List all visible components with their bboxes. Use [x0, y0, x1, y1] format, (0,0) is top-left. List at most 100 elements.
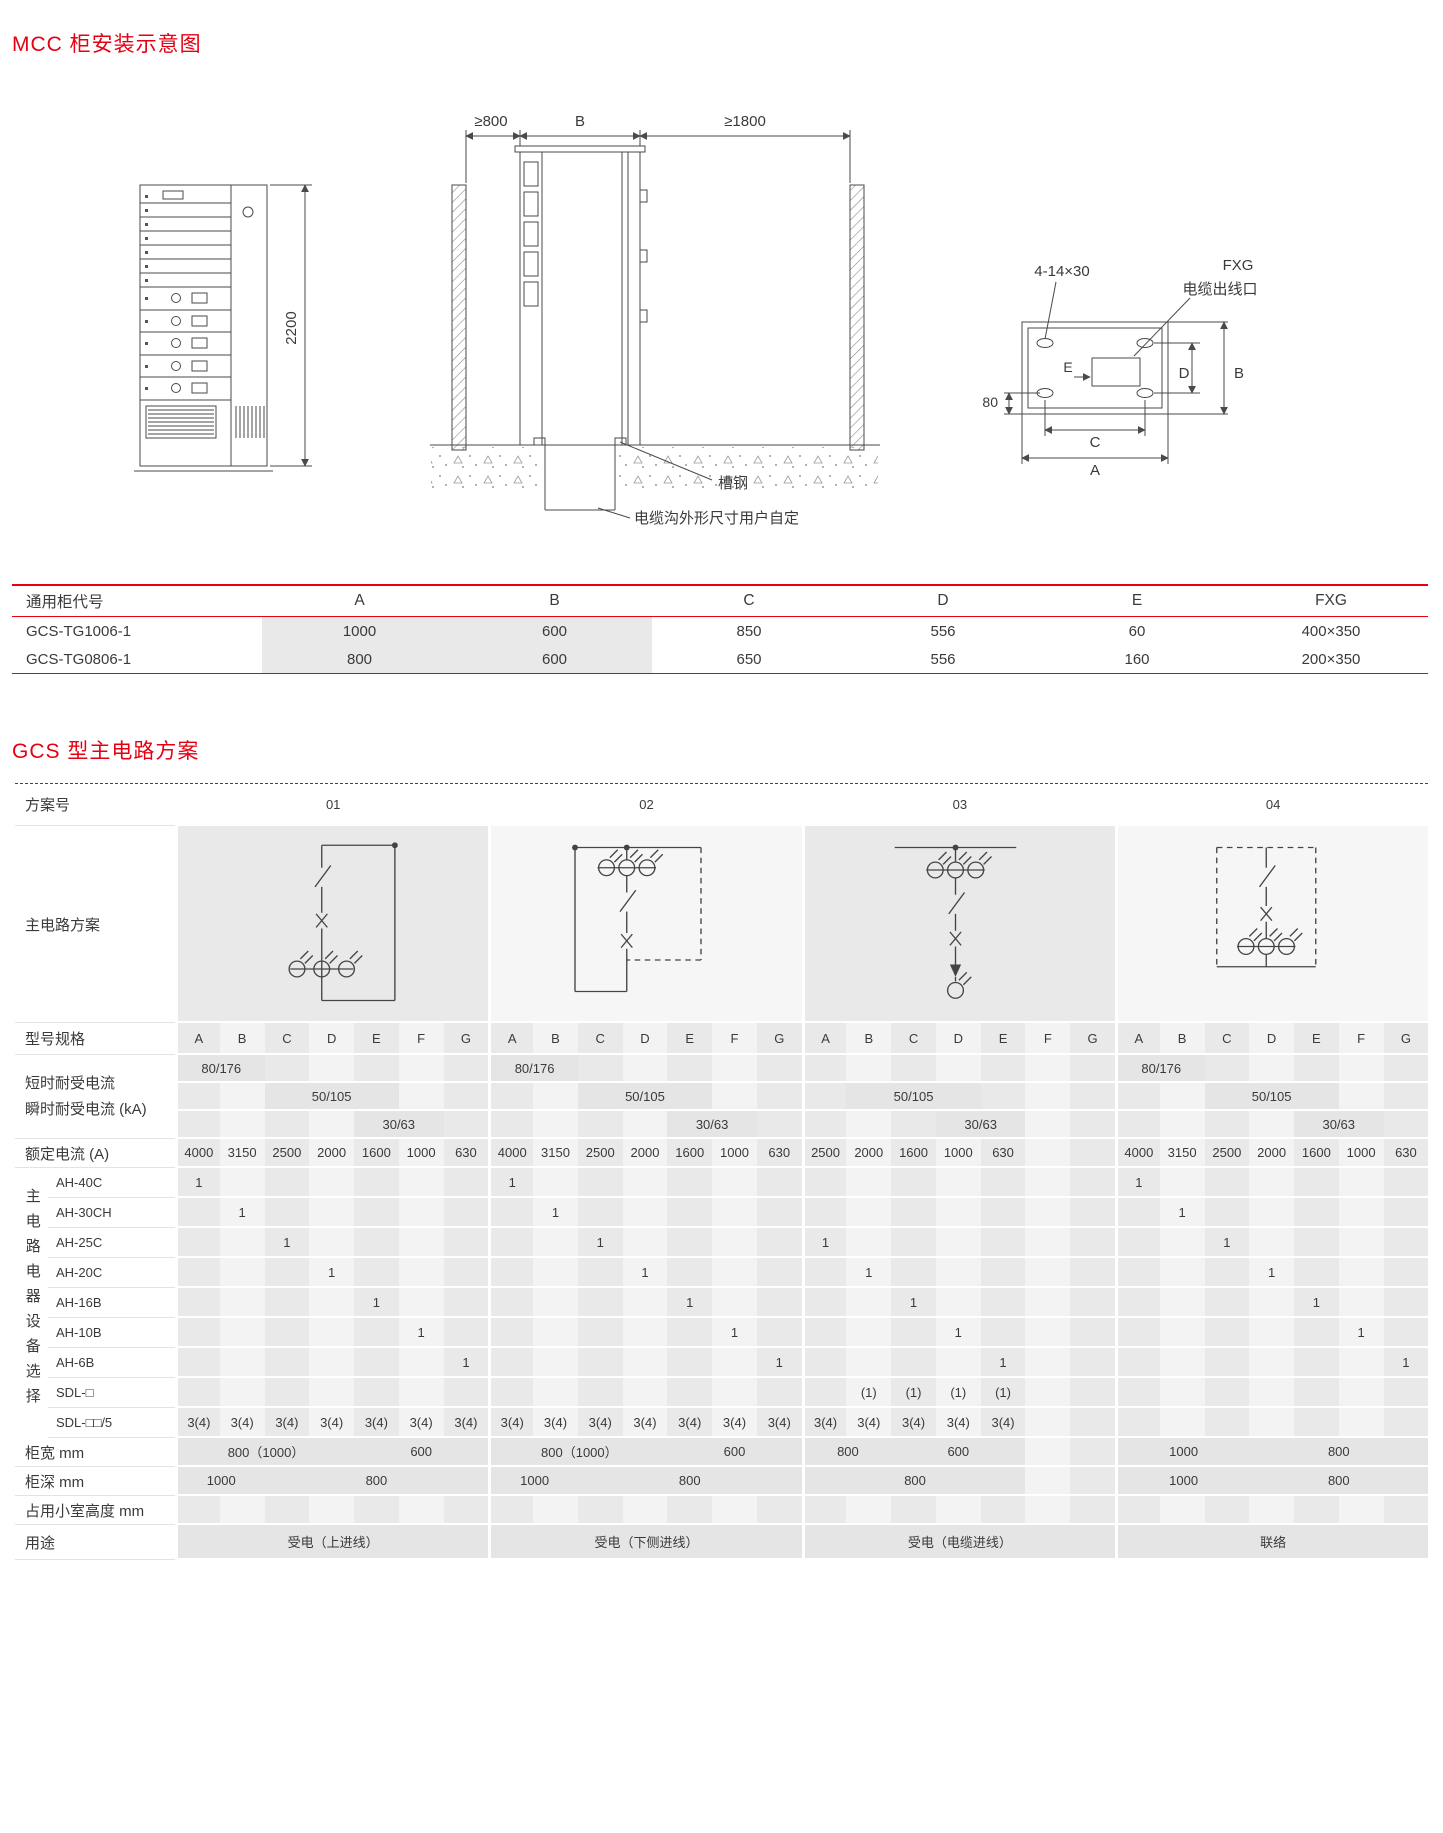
device-mark [533, 1258, 578, 1288]
cab-width-cell [1070, 1438, 1115, 1467]
device-mark [935, 1258, 981, 1288]
table-row: GCS-TG0806-1 800 600 650 556 160 200×350 [12, 645, 1428, 674]
withstand-cell [622, 1055, 668, 1083]
cab-width-value: 600 [891, 1438, 1026, 1467]
device-mark [712, 1348, 757, 1378]
device-mark [488, 1228, 534, 1258]
spec-letter: G [1070, 1023, 1115, 1055]
spec-letter: D [935, 1023, 981, 1055]
device-mark [756, 1258, 802, 1288]
cell-height-cell [577, 1496, 623, 1525]
cell-height-cell [1159, 1496, 1205, 1525]
device-mark [935, 1348, 981, 1378]
device-mark [533, 1168, 578, 1198]
device-mark [712, 1198, 757, 1228]
withstand-cell [1115, 1083, 1160, 1111]
spec-letter: E [354, 1023, 399, 1055]
device-mark: 1 [443, 1348, 489, 1378]
device-mark [1025, 1378, 1071, 1408]
device-mark [309, 1378, 355, 1408]
device-mark [1159, 1228, 1205, 1258]
rated-current: 630 [756, 1139, 802, 1168]
device-mark [1383, 1288, 1429, 1318]
device-name: SDL-□□/5 [48, 1408, 176, 1438]
main-circuit-diagram-01 [288, 841, 398, 1001]
device-mark [980, 1198, 1026, 1228]
rated-current: 1600 [1294, 1139, 1339, 1168]
device-mark [846, 1348, 892, 1378]
device-mark [443, 1318, 489, 1348]
spec-letter: A [175, 1023, 220, 1055]
device-mark [846, 1318, 892, 1348]
device-mark [980, 1258, 1026, 1288]
dim-value: 60 [1128, 622, 1146, 640]
dim-c-label: C [1090, 434, 1101, 451]
spec-letter: B [1159, 1023, 1205, 1055]
device-mark [1159, 1318, 1205, 1348]
device-mark: (1) [891, 1378, 936, 1408]
device-mark: 1 [1159, 1198, 1205, 1228]
device-mark [667, 1348, 713, 1378]
rated-current: 1000 [712, 1139, 757, 1168]
dim-b-label: B [1234, 365, 1244, 382]
dim-col-header-b: B [457, 585, 652, 617]
device-mark: 1 [1115, 1168, 1160, 1198]
withstand-cell [264, 1055, 310, 1083]
device-mark [622, 1228, 668, 1258]
device-mark: 1 [622, 1258, 668, 1288]
device-mark: 1 [1294, 1288, 1339, 1318]
device-mark [398, 1258, 444, 1288]
device-mark [1294, 1318, 1339, 1348]
rated-current: 3150 [1159, 1139, 1205, 1168]
dim-value: 650 [736, 650, 762, 668]
device-mark [801, 1348, 847, 1378]
spec-letter: E [667, 1023, 713, 1055]
device-mark: 1 [577, 1228, 623, 1258]
device-mark [443, 1168, 489, 1198]
spec-letter: E [980, 1023, 1026, 1055]
rated-current: 630 [980, 1139, 1026, 1168]
device-mark [264, 1258, 310, 1288]
withstand-cell [980, 1055, 1026, 1083]
device-mark [891, 1258, 936, 1288]
device-mark: 1 [175, 1168, 220, 1198]
device-name: AH-16B [48, 1288, 176, 1318]
device-mark [1070, 1168, 1115, 1198]
device-mark [1115, 1258, 1160, 1288]
device-mark: 3(4) [712, 1408, 757, 1438]
cab-depth-value: 1000 [175, 1467, 265, 1496]
device-mark [577, 1168, 623, 1198]
withstand-value: 30/63 [667, 1111, 757, 1139]
device-mark [398, 1288, 444, 1318]
device-mark [219, 1228, 265, 1258]
device-mark: 1 [1204, 1228, 1250, 1258]
device-mark [756, 1168, 802, 1198]
withstand-cell [1025, 1083, 1071, 1111]
device-mark: 3(4) [443, 1408, 489, 1438]
withstand-cell [935, 1055, 981, 1083]
device-mark [1115, 1408, 1160, 1438]
device-mark [309, 1288, 355, 1318]
withstand-cell [1115, 1111, 1160, 1139]
cell-height-cell [622, 1496, 668, 1525]
device-mark [1159, 1288, 1205, 1318]
scheme-id-01: 01 [175, 784, 489, 826]
dim-right-clearance: ≥1800 [724, 113, 766, 130]
device-mark [398, 1228, 444, 1258]
device-mark [1159, 1408, 1205, 1438]
cab-width-value: 1000 [1115, 1438, 1250, 1467]
withstand-cell [1025, 1055, 1071, 1083]
device-mark [891, 1198, 936, 1228]
device-mark [1025, 1198, 1071, 1228]
rated-current: 1000 [935, 1139, 981, 1168]
cab-width-value: 800 [801, 1438, 892, 1467]
row-label-scheme-no: 方案号 [15, 784, 176, 826]
device-mark [488, 1318, 534, 1348]
cell-height-cell [1070, 1496, 1115, 1525]
device-mark: 3(4) [891, 1408, 936, 1438]
device-mark [712, 1228, 757, 1258]
withstand-cell [175, 1111, 220, 1139]
